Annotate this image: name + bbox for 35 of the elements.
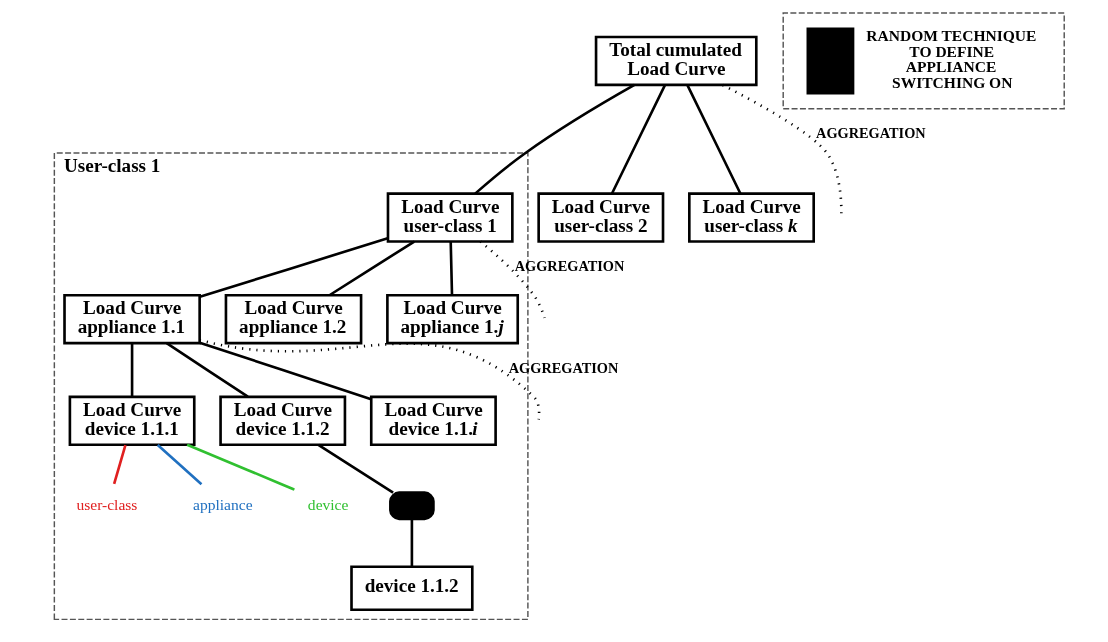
node-bar — [388, 491, 435, 521]
edge-label: AGGREGATION — [815, 125, 926, 142]
connector — [130, 343, 133, 397]
node-text: device — [307, 495, 348, 513]
node-box: device 1.1.2 — [349, 565, 474, 612]
node-box: Load Curve appliance 1.j — [385, 293, 519, 345]
node-text: user-class — [75, 495, 137, 513]
connector — [198, 338, 540, 420]
connector — [165, 342, 249, 398]
node-box: Load Curve appliance 1.2 — [224, 293, 362, 345]
edge-label: AGGREGATION — [508, 359, 618, 376]
node-box: Load Curve device 1.1.i — [369, 395, 497, 447]
connector — [410, 519, 413, 567]
connector — [186, 443, 295, 491]
connector — [199, 237, 388, 299]
connector — [473, 83, 635, 195]
node-box: Load Curve device 1.1.2 — [218, 395, 346, 447]
connector — [112, 444, 127, 485]
node-box: Load Curve device 1.1.1 — [68, 395, 196, 447]
node-box: Load Curve user-class 1 — [386, 192, 514, 243]
node-box: Load Curve user-class k — [687, 192, 815, 243]
edge-label: AGGREGATION — [514, 257, 624, 274]
connector — [156, 444, 202, 486]
connector — [610, 84, 666, 195]
legend-label: RANDOM TECHNIQUE TO DEFINE APPLIANCE SWITCHING ON — [865, 27, 1036, 91]
connector — [317, 443, 394, 494]
node-box: Total cumulated Load Curve — [594, 35, 758, 87]
connector — [328, 240, 415, 297]
node-box: Load Curve user-class 2 — [536, 192, 664, 243]
node-box: Load Curve appliance 1.1 — [62, 293, 201, 345]
connector — [448, 241, 453, 296]
connector — [685, 84, 742, 195]
connector — [479, 240, 546, 319]
node-text: appliance — [192, 495, 253, 513]
connector — [198, 341, 372, 401]
